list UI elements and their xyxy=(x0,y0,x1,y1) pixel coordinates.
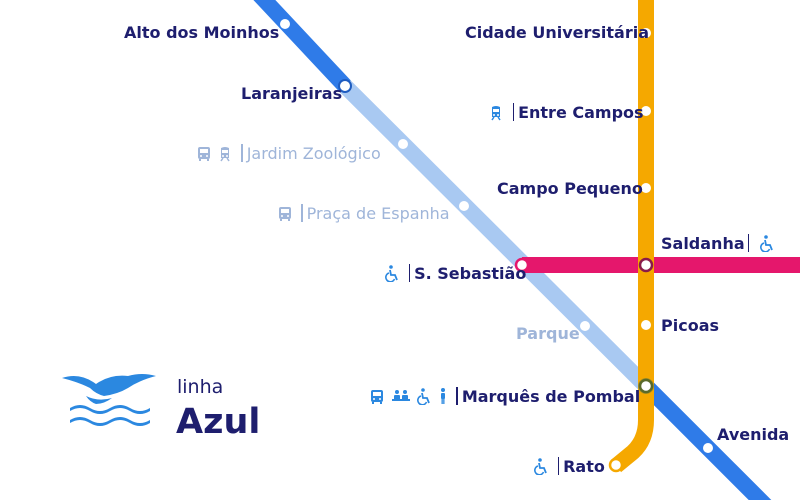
station-dot-praca-de-espanha[interactable] xyxy=(459,201,469,211)
station-dot-s-sebastiao[interactable] xyxy=(514,257,530,273)
bus-icon xyxy=(198,147,210,161)
station-rato[interactable]: Rato xyxy=(533,457,605,476)
label-marques-de-pombal: Marquês de Pombal xyxy=(461,387,641,406)
separator xyxy=(557,457,560,475)
station-dot-jardim-zoologico[interactable] xyxy=(398,139,408,149)
label-picoas[interactable]: Picoas xyxy=(661,316,720,335)
station-dot-picoas[interactable] xyxy=(641,320,651,330)
bus-icon xyxy=(371,390,383,404)
label-avenida[interactable]: Avenida xyxy=(717,425,790,444)
train-icon xyxy=(220,147,230,162)
separator xyxy=(747,234,750,252)
train-icon xyxy=(491,106,501,121)
label-campo-pequeno[interactable]: Campo Pequeno xyxy=(497,179,643,198)
label-s-sebastiao: S. Sebastião xyxy=(414,264,527,283)
station-dot-rato[interactable] xyxy=(608,457,624,473)
station-dot-cidade-universitaria[interactable] xyxy=(641,28,651,38)
label-alto-dos-moinhos[interactable]: Alto dos Moinhos xyxy=(124,23,280,42)
wheelchair-icon xyxy=(385,265,398,282)
blue-line-top xyxy=(253,0,351,92)
station-marques-de-pombal[interactable]: Marquês de Pombal xyxy=(369,387,640,406)
label-cidade-universitaria[interactable]: Cidade Universitária xyxy=(465,23,650,42)
station-entre-campos[interactable]: Entre Campos xyxy=(488,103,644,122)
legend-line-name: Azul xyxy=(176,402,261,442)
separator xyxy=(408,264,411,282)
station-dot-avenida[interactable] xyxy=(703,443,713,453)
label-laranjeiras[interactable]: Laranjeiras xyxy=(241,84,343,103)
label-saldanha: Saldanha xyxy=(661,234,745,253)
info-person-icon xyxy=(440,388,445,404)
legend-line-word: linha xyxy=(177,376,224,398)
separator xyxy=(301,204,303,222)
label-entre-campos: Entre Campos xyxy=(518,103,644,122)
bus-icon xyxy=(279,207,291,221)
station-dot-entre-campos[interactable] xyxy=(641,106,651,116)
label-jardim-zoologico: Jardim Zoológico xyxy=(246,144,381,163)
label-rato: Rato xyxy=(563,457,605,476)
separator xyxy=(456,387,458,405)
blue-line-middle xyxy=(339,80,652,392)
station-dot-parque[interactable] xyxy=(580,321,590,331)
separator xyxy=(512,103,515,121)
station-s-sebastiao[interactable]: S. Sebastião xyxy=(384,264,526,283)
station-dot-marques-de-pombal[interactable] xyxy=(638,378,654,394)
station-dot-campo-pequeno[interactable] xyxy=(641,183,651,193)
wheelchair-icon xyxy=(759,235,773,252)
station-praca-de-espanha[interactable]: Praça de Espanha xyxy=(277,204,450,223)
station-dot-saldanha[interactable] xyxy=(638,257,654,273)
station-dot-alto-dos-moinhos[interactable] xyxy=(280,19,290,29)
seagull-icon xyxy=(62,374,156,426)
yellow-line xyxy=(610,0,654,473)
station-dot-laranjeiras[interactable] xyxy=(338,79,352,93)
wheelchair-icon xyxy=(417,388,430,405)
label-parque[interactable]: Parque xyxy=(516,324,580,343)
label-praca-de-espanha: Praça de Espanha xyxy=(306,204,450,223)
separator xyxy=(241,144,243,162)
station-saldanha[interactable]: Saldanha xyxy=(661,234,775,253)
people-icon xyxy=(391,390,410,401)
station-jardim-zoologico[interactable]: Jardim Zoológico xyxy=(196,144,381,163)
wheelchair-icon xyxy=(534,458,547,475)
